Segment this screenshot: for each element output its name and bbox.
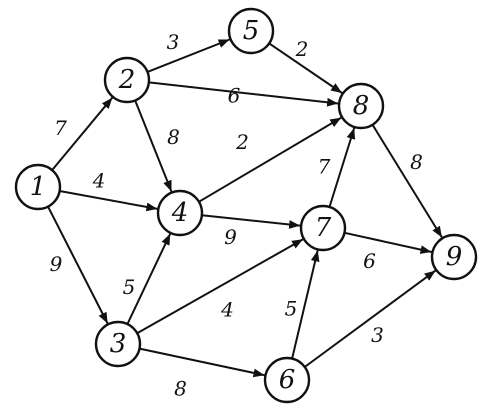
edge-weight-2-8: 6 — [228, 84, 241, 108]
node-6: 6 — [263, 356, 311, 404]
node-3: 3 — [94, 320, 142, 368]
edge-3-6 — [139, 347, 265, 378]
edge-4-8 — [198, 116, 342, 203]
edge-weight-3-4: 5 — [123, 275, 136, 299]
edge-4-7 — [201, 214, 301, 229]
edge-7-9 — [344, 231, 432, 254]
node-7: 7 — [299, 204, 347, 252]
edge-6-9 — [304, 269, 437, 368]
edge-weight-2-4: 8 — [167, 125, 180, 149]
node-circle-2 — [103, 56, 151, 104]
node-circle-9 — [430, 233, 478, 281]
nodes-layer: 1 2 3 4 5 6 7 8 9 — [14, 7, 478, 404]
edge-2-8 — [148, 81, 339, 107]
edge-1-2 — [51, 97, 114, 171]
node-label-1: 1 — [30, 172, 47, 202]
edge-5-8 — [268, 42, 343, 94]
node-label-8: 8 — [353, 91, 370, 121]
node-label-9: 9 — [446, 242, 463, 272]
node-2: 2 — [103, 56, 151, 104]
node-8: 8 — [337, 82, 385, 130]
edge-7-8 — [328, 127, 356, 208]
node-circle-7 — [299, 204, 347, 252]
edge-6-7 — [291, 250, 320, 359]
edge-3-4 — [126, 233, 172, 325]
edge-weight-3-7: 4 — [220, 298, 234, 322]
node-circle-5 — [227, 7, 275, 55]
node-1: 1 — [14, 163, 62, 211]
edge-weight-8-9: 8 — [410, 150, 423, 174]
edge-1-3 — [47, 206, 109, 324]
edge-3-7 — [136, 238, 304, 335]
node-label-5: 5 — [243, 16, 260, 46]
edge-weight-1-2: 7 — [54, 116, 67, 140]
edge-weight-6-9: 3 — [371, 323, 384, 347]
edge-1-4 — [59, 190, 158, 212]
edge-weight-4-8: 2 — [235, 130, 249, 154]
node-circle-3 — [94, 320, 142, 368]
edge-2-4 — [134, 100, 173, 192]
node-label-7: 7 — [315, 213, 332, 243]
node-label-2: 2 — [118, 65, 136, 95]
node-circle-1 — [14, 163, 62, 211]
node-label-4: 4 — [171, 198, 189, 228]
edge-weight-4-7: 9 — [224, 225, 237, 249]
node-label-6: 6 — [279, 365, 296, 395]
node-circle-6 — [263, 356, 311, 404]
edge-weight-3-6: 8 — [174, 377, 187, 401]
node-9: 9 — [430, 233, 478, 281]
node-label-3: 3 — [110, 329, 127, 359]
edge-8-9 — [371, 124, 443, 238]
edge-weight-7-9: 6 — [363, 249, 376, 273]
edge-2-5 — [147, 38, 230, 73]
edge-weight-1-4: 4 — [92, 169, 106, 193]
node-5: 5 — [227, 7, 275, 55]
node-circle-4 — [156, 189, 204, 237]
edge-weight-2-5: 3 — [167, 30, 180, 54]
edge-weight-5-8: 2 — [295, 37, 309, 61]
node-circle-8 — [337, 82, 385, 130]
edges-layer: 7 4 9 3 6 8 2 2 9 5 4 8 5 3 7 6 8 — [47, 30, 443, 401]
node-4: 4 — [156, 189, 204, 237]
edge-weight-7-8: 7 — [318, 155, 331, 179]
edge-weight-1-3: 9 — [50, 252, 63, 276]
edge-weight-6-7: 5 — [285, 297, 298, 321]
